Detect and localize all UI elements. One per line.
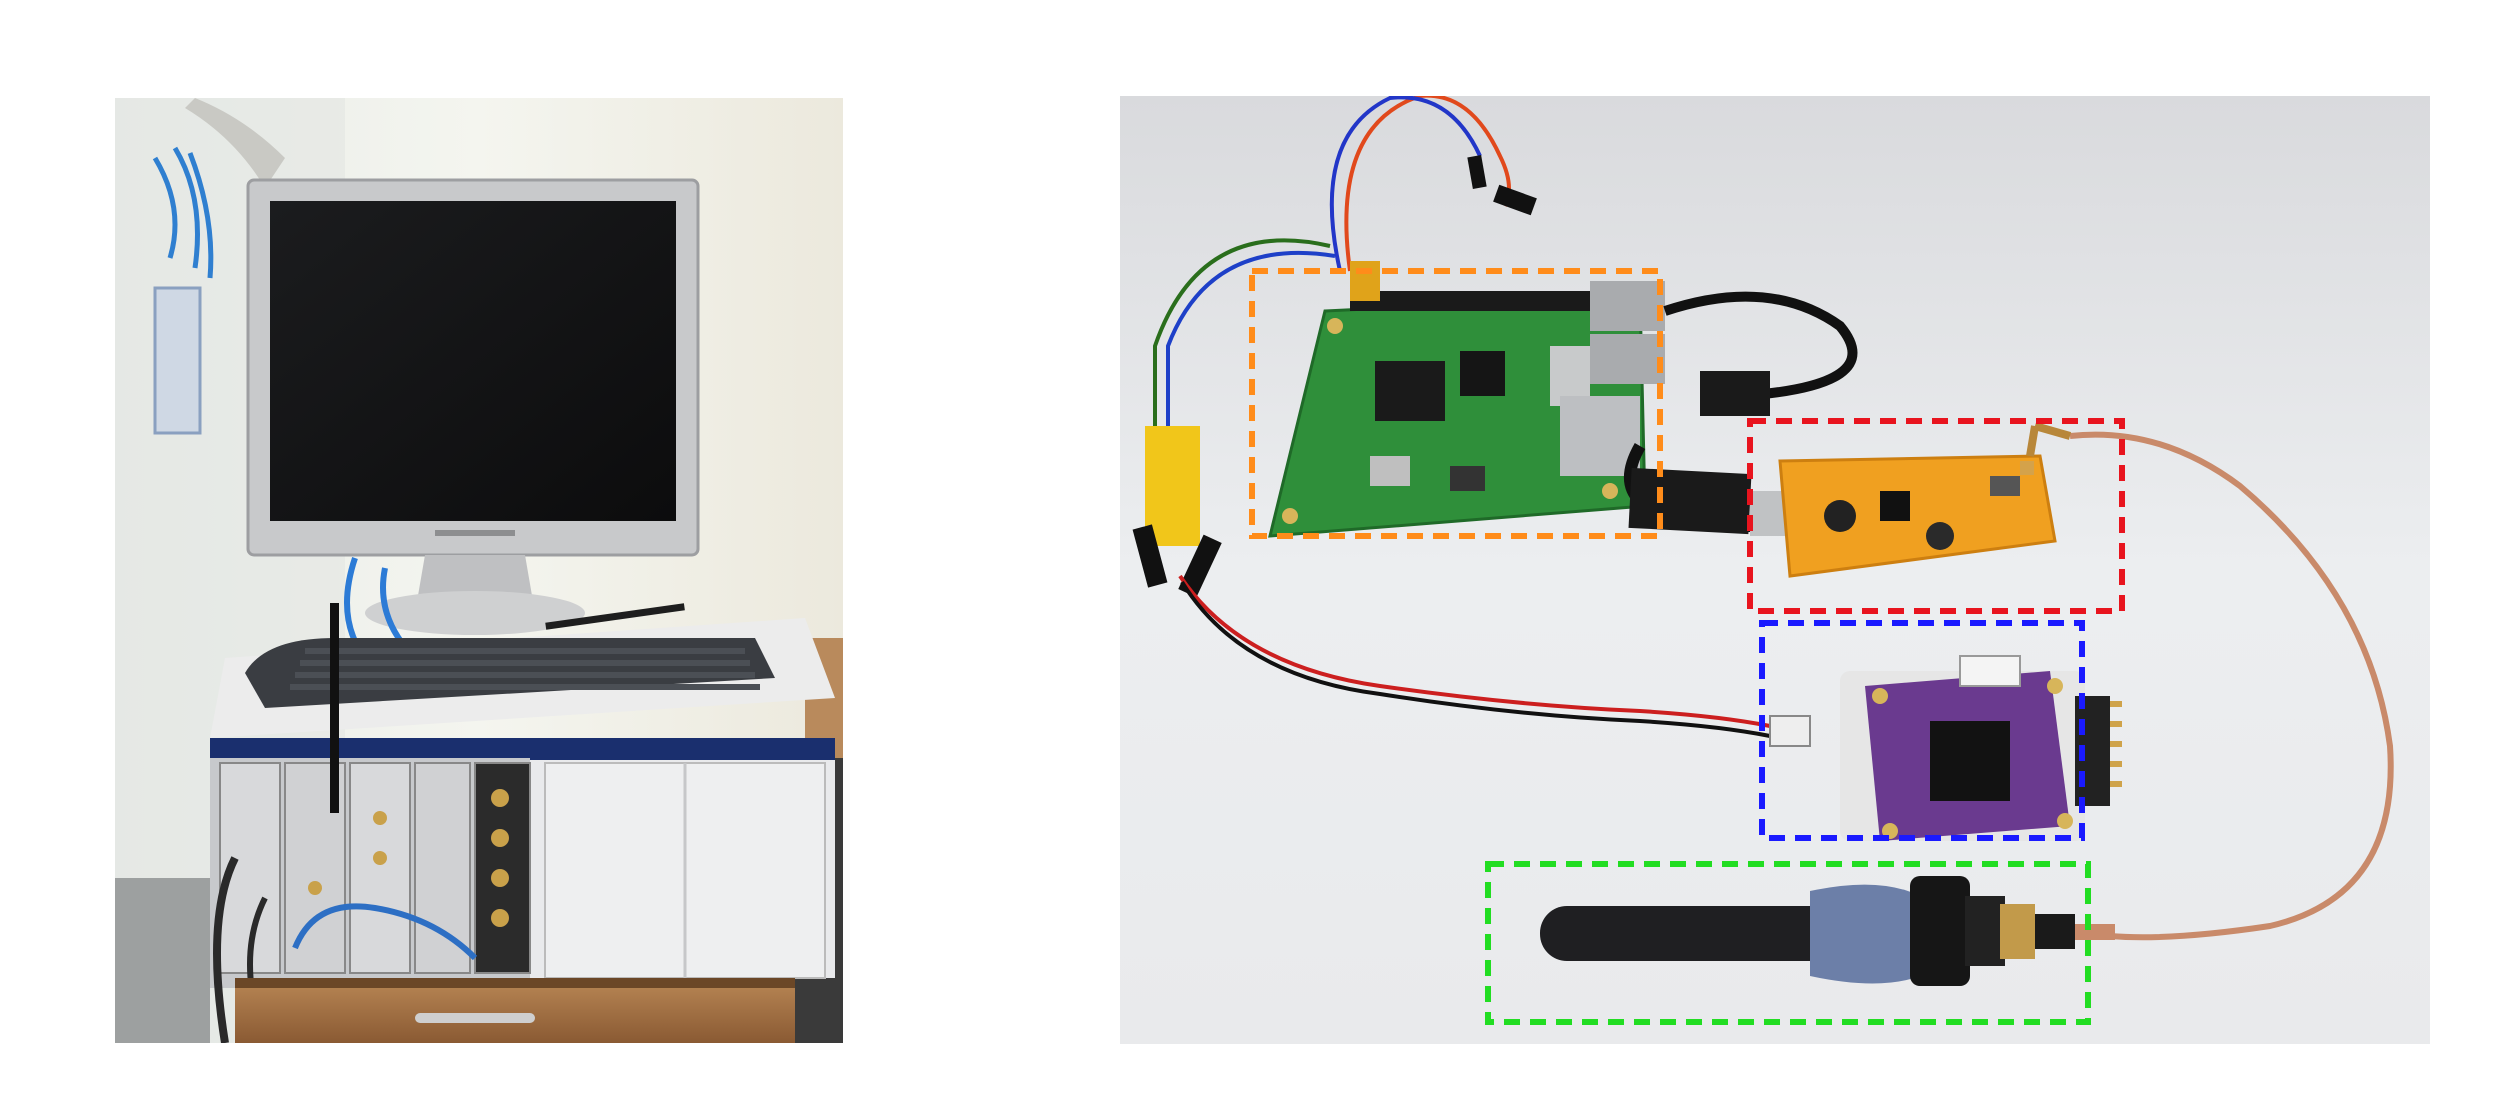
highlight-box-antenna bbox=[1485, 861, 2091, 1025]
lab-bench-photo bbox=[115, 98, 843, 1043]
highlight-box-flight-controller bbox=[1759, 620, 2085, 841]
highlight-box-sdr-dongle bbox=[1747, 418, 2125, 614]
flight-controller-board bbox=[1769, 655, 2122, 841]
hardware-setup-illustration bbox=[1120, 96, 2430, 1044]
hardware-setup-photo bbox=[1120, 96, 2430, 1044]
sdr-dongle bbox=[1750, 425, 2057, 578]
jumper-wires bbox=[1132, 96, 1771, 738]
antenna bbox=[1540, 876, 2115, 986]
lab-bench-illustration bbox=[115, 98, 843, 1043]
single-board-computer bbox=[1268, 261, 1665, 538]
